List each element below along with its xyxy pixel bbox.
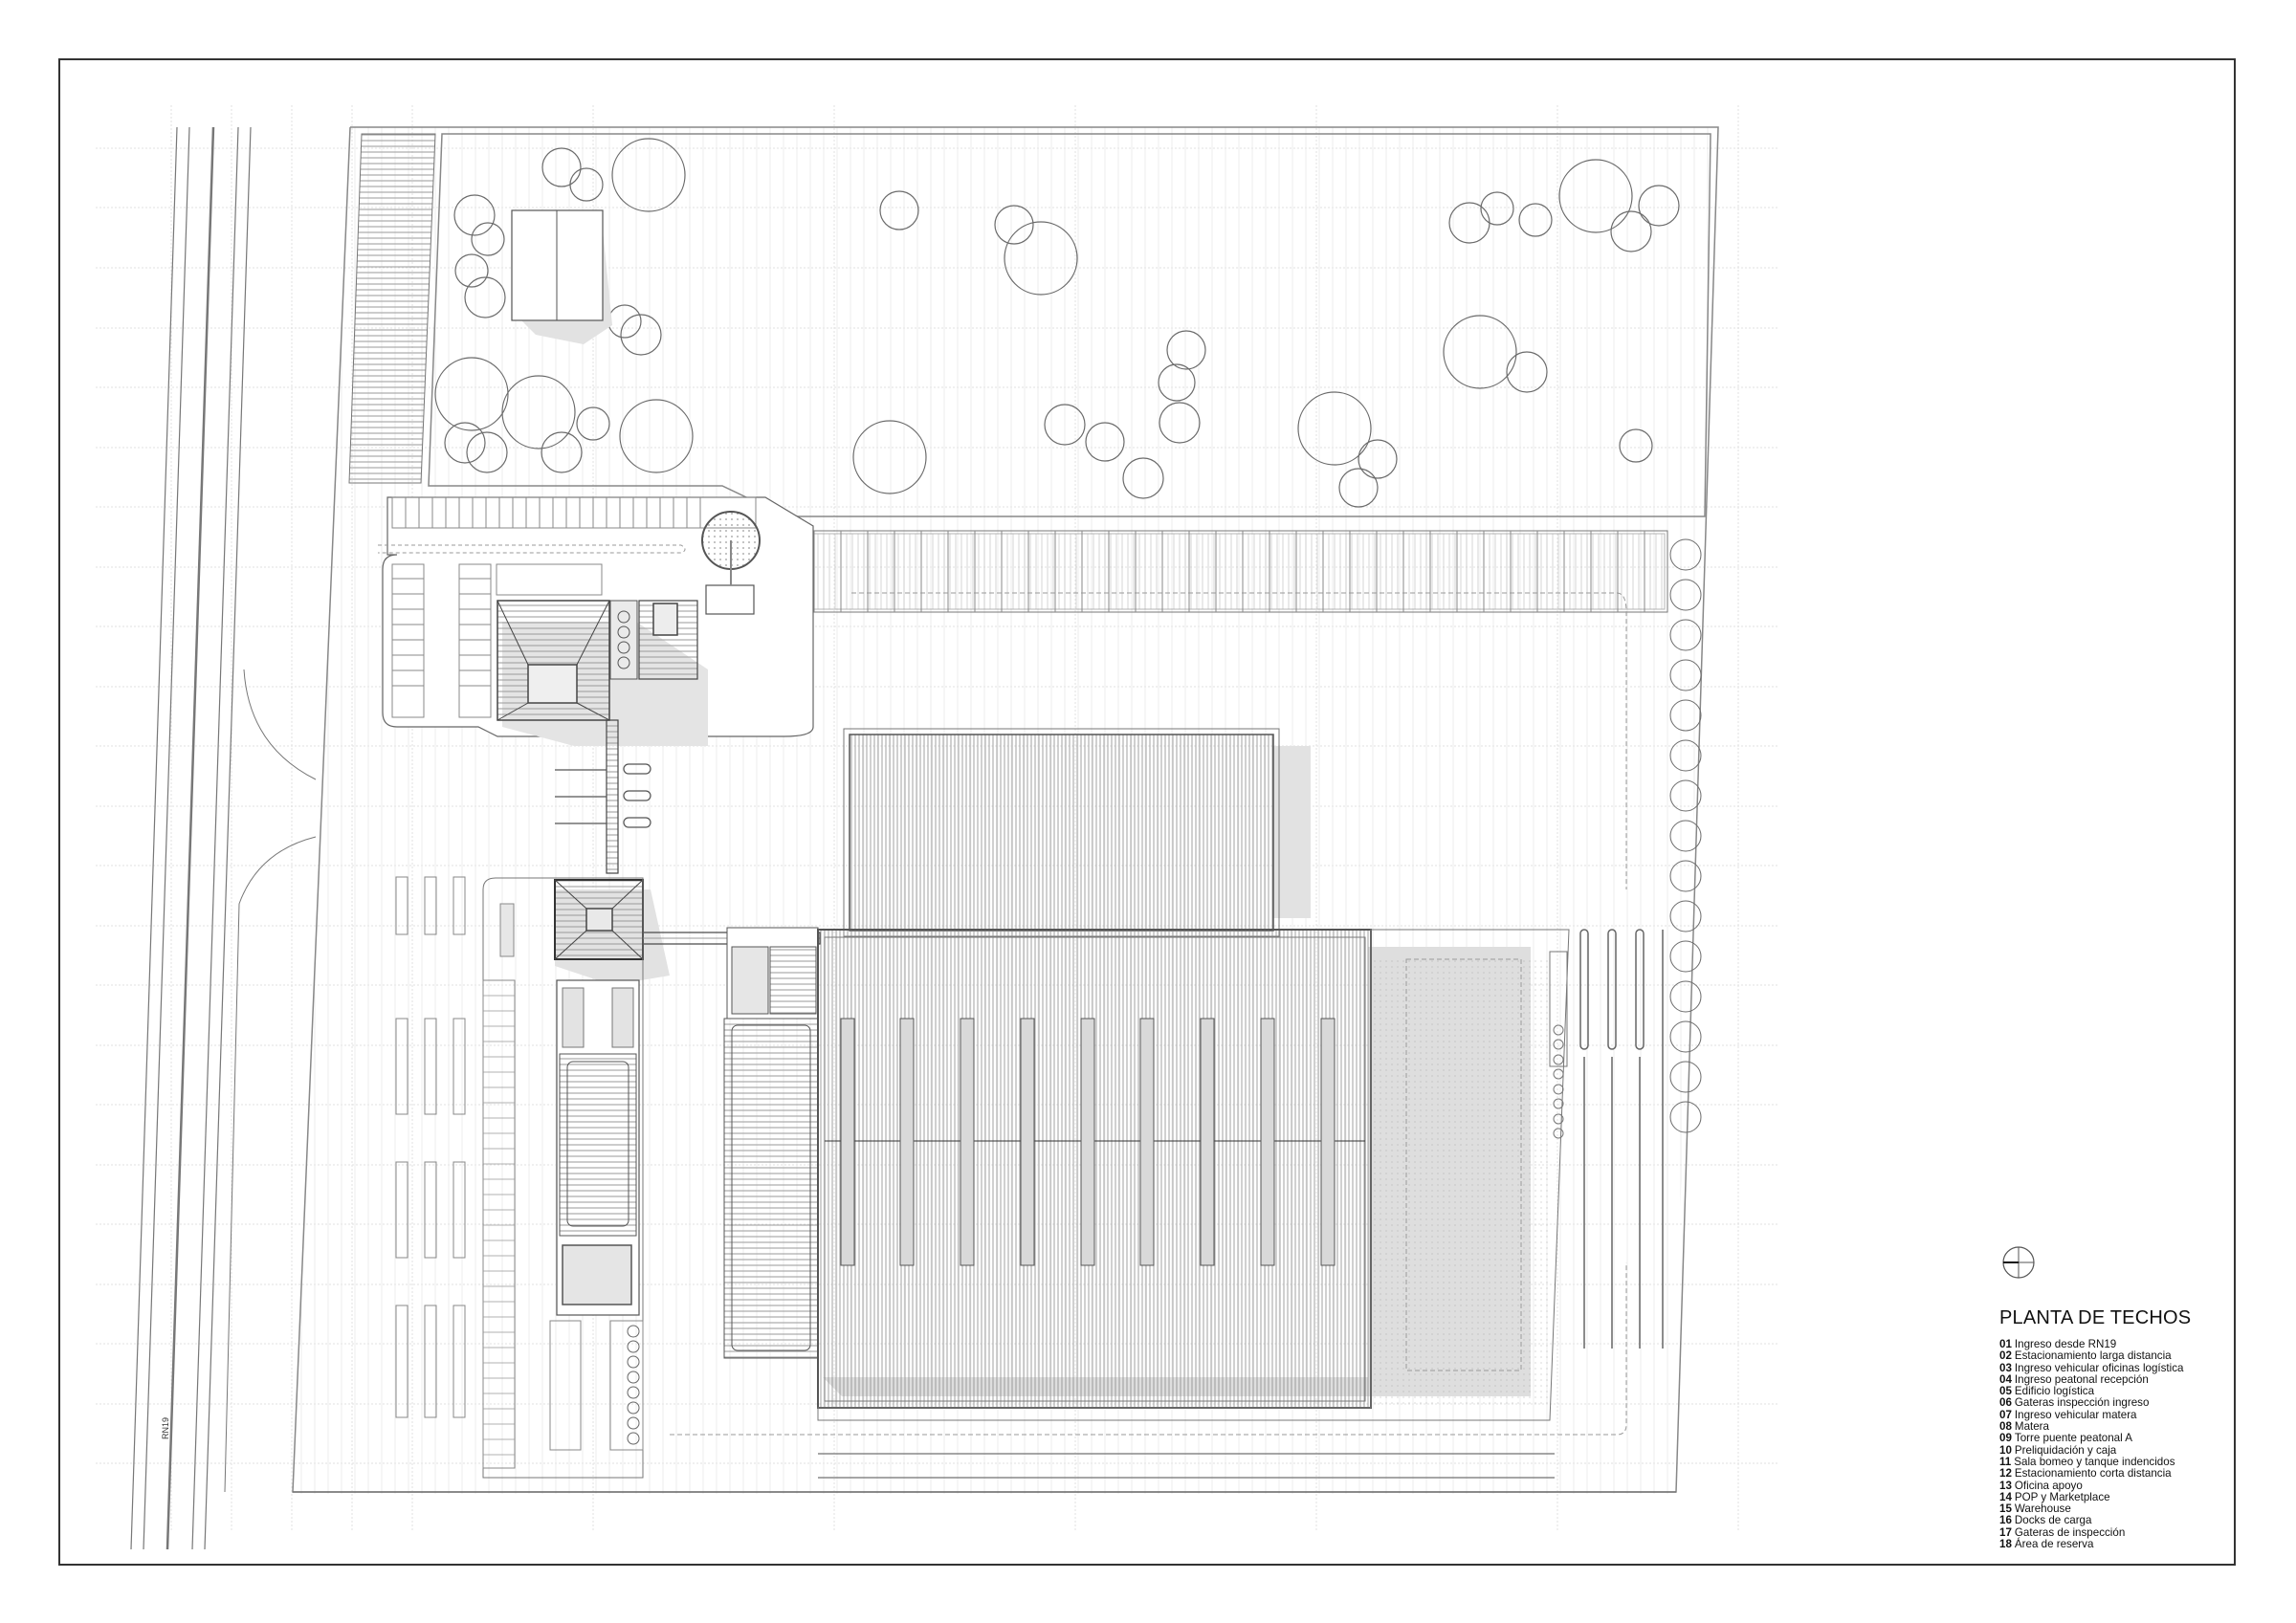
- tanks: [617, 610, 630, 669]
- north-arrow-icon: [2002, 1246, 2035, 1279]
- truck-parking-west: [395, 876, 516, 1469]
- road-label: RN19: [161, 1416, 170, 1439]
- internal-road-north: [851, 592, 1627, 889]
- drawing-title: PLANTA DE TECHOS: [1999, 1307, 2192, 1328]
- short-parking-stalls: [483, 995, 515, 1456]
- bridge-stubs: [555, 763, 651, 828]
- upper-warehouse-roof: [849, 734, 1274, 932]
- north-parking-stalls-top: [391, 496, 757, 529]
- tree-row-east: [1669, 538, 1702, 1133]
- parking-row-east: [786, 530, 1668, 613]
- south-small-stalls: [549, 1320, 644, 1451]
- skylights: [840, 1018, 1336, 1266]
- plaza: [482, 877, 644, 1479]
- upper-warehouse-shadow: [1272, 746, 1311, 918]
- north-parking-stalls-west: [391, 563, 603, 718]
- pump-room: [705, 584, 755, 615]
- tanks-south: [627, 1325, 640, 1445]
- dock-bollards: [1553, 1024, 1564, 1139]
- docks: [1549, 951, 1568, 1067]
- south-lanes: [818, 1453, 1555, 1479]
- parking-strip-north: [348, 133, 436, 484]
- access-road-south: [224, 836, 317, 1493]
- inspection-gates: [1579, 929, 1664, 1349]
- logistics-courtyard: [527, 664, 578, 704]
- expansion-area: [817, 929, 1570, 1421]
- logistics-building-roof: [497, 600, 610, 721]
- sheet-frame: [58, 58, 2236, 1566]
- pedestrian-bridge-ns: [606, 719, 619, 874]
- highway-rn19: [130, 126, 252, 1550]
- parking-stall-dividers: [813, 531, 1645, 612]
- north-drive-aisle: [378, 544, 686, 554]
- access-road-north: [243, 669, 317, 780]
